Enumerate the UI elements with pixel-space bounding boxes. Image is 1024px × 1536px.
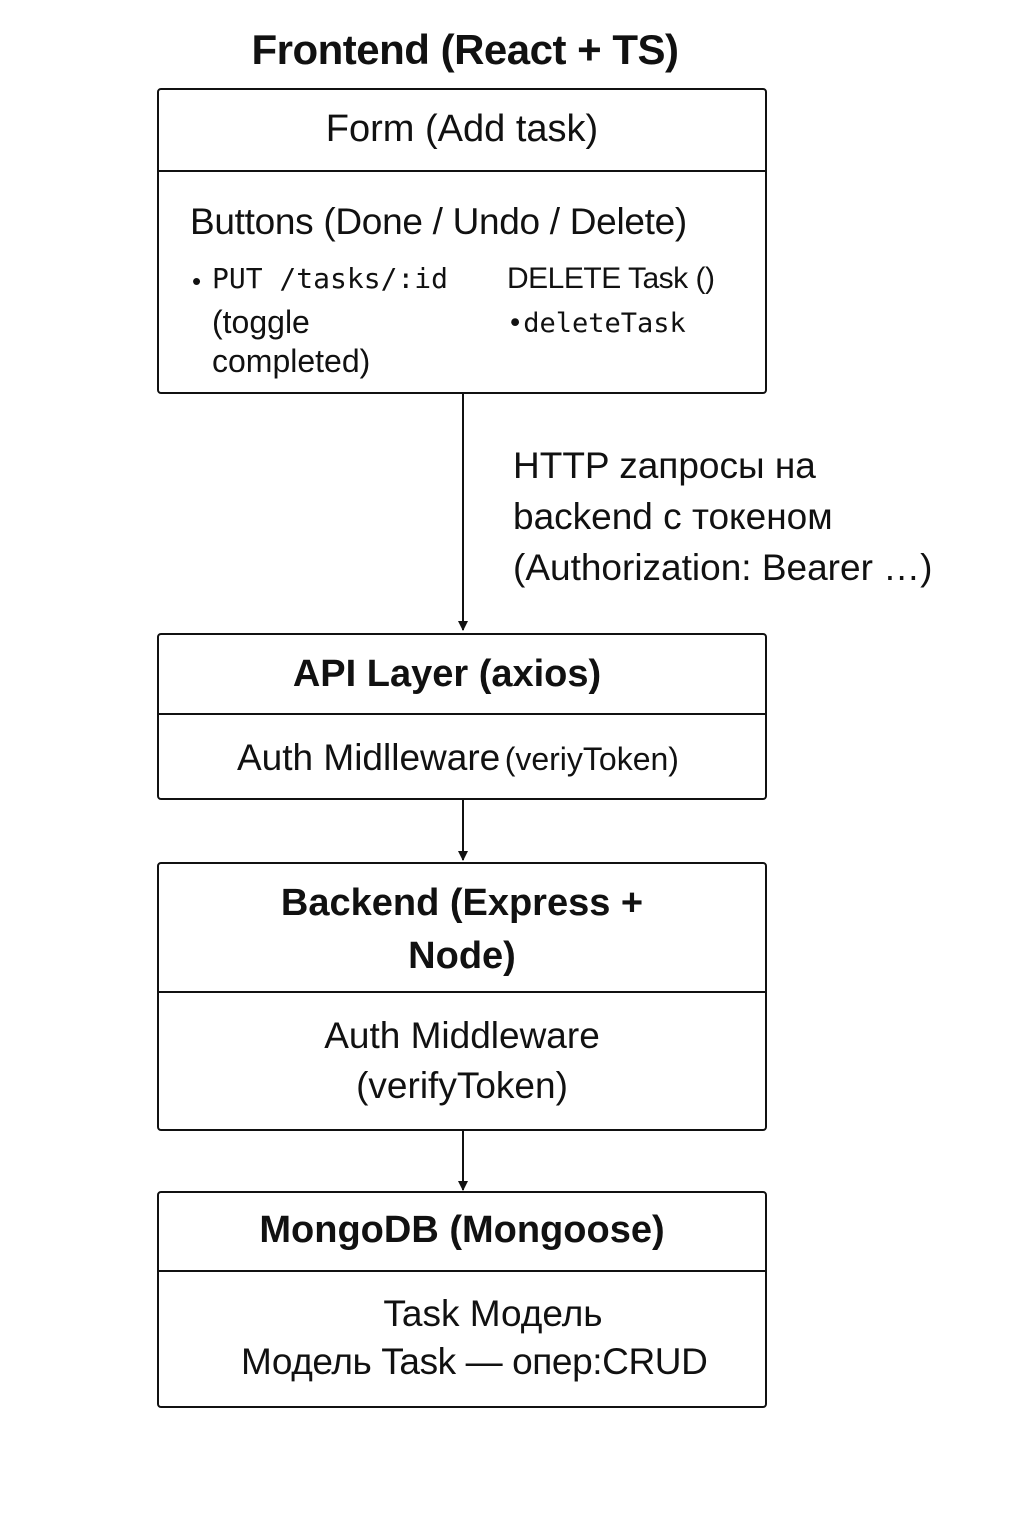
mongodb-body-line1: Task Модель <box>383 1293 603 1334</box>
completed-text: completed) <box>212 343 371 379</box>
backend-divider <box>159 991 765 993</box>
api-layer-divider <box>159 713 765 715</box>
backend-body-line2: (verifyToken) <box>356 1065 568 1106</box>
http-request-note: HTTP zапросы на backend с токеном (Autho… <box>513 440 933 593</box>
buttons-line: Buttons (Done / Undo / Delete) <box>190 201 687 242</box>
http-note-line3: (Authorization: Bearer …) <box>513 547 933 588</box>
api-layer-box: API Layer (axios) Auth Midlleware (veriy… <box>157 633 767 800</box>
api-auth-middleware-text: Auth Midlleware <box>237 737 501 778</box>
delete-task-text: DELETE Task () <box>507 262 715 295</box>
backend-header-line2: Node) <box>408 935 516 977</box>
api-layer-body: Auth Midlleware (veriyToken) <box>237 737 679 779</box>
backend-box: Backend (Express + Node) Auth Middleware… <box>157 862 767 1131</box>
mongodb-divider <box>159 1270 765 1272</box>
backend-body-line1: Auth Middleware <box>324 1015 600 1056</box>
toggle-text: (toggle <box>212 304 310 340</box>
put-endpoint-text: PUT /tasks/:id <box>212 262 449 295</box>
frontend-box-divider <box>159 170 765 172</box>
mongodb-body-line2: Модель Task — опер:CRUD <box>241 1341 708 1382</box>
diagram-title: Frontend (React + TS) <box>251 26 679 73</box>
mongodb-box: MongoDB (Mongoose) Task Модель Модель Ta… <box>157 1191 767 1408</box>
frontend-box-header: Form (Add task) <box>325 108 599 150</box>
frontend-box: Form (Add task) Buttons (Done / Undo / D… <box>157 88 767 394</box>
http-note-line2: backend с токеном <box>513 496 833 537</box>
bullet-icon: • <box>192 266 202 296</box>
api-layer-header: API Layer (axios) <box>292 653 602 695</box>
http-note-line1: HTTP zапросы на <box>513 445 816 486</box>
delete-task-func-text: •deleteTask <box>507 308 686 339</box>
api-verify-token-text: (veriyToken) <box>504 741 679 777</box>
backend-header-line1: Backend (Express + <box>280 882 644 924</box>
mongodb-header: MongoDB (Mongoose) <box>259 1209 665 1251</box>
